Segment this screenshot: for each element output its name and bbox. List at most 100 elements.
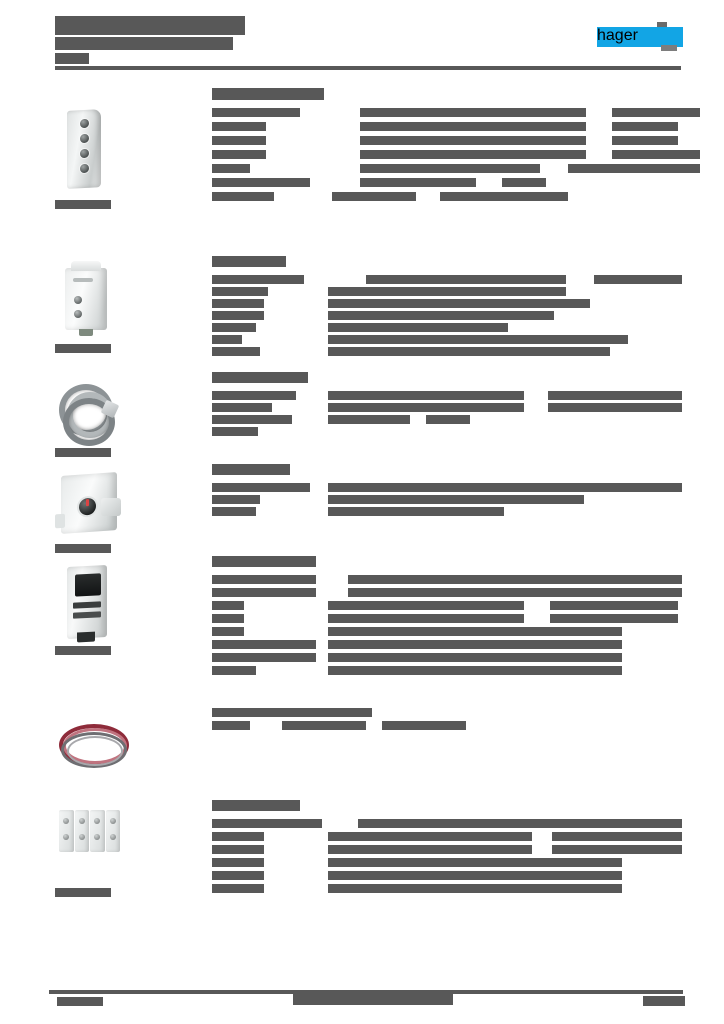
spec-value — [360, 178, 476, 187]
spec-value-secondary — [548, 403, 682, 412]
section-heading — [212, 88, 324, 100]
spec-label — [212, 653, 316, 662]
spec-label — [212, 427, 258, 436]
spec-value — [328, 287, 566, 296]
section-heading — [212, 256, 286, 267]
hager-logo: hager — [597, 27, 683, 47]
product-spec-block — [212, 372, 682, 439]
spec-value-secondary — [550, 601, 678, 610]
spec-value — [328, 335, 628, 344]
spec-row — [212, 845, 682, 858]
spec-label — [212, 150, 266, 159]
spec-label — [212, 845, 264, 854]
spec-value-secondary — [552, 832, 682, 841]
spec-value-secondary — [550, 614, 678, 623]
spec-value — [328, 884, 622, 893]
spec-label — [212, 192, 274, 201]
product-image — [55, 708, 131, 792]
spec-value — [328, 495, 584, 504]
spec-value — [328, 403, 524, 412]
spec-row — [212, 427, 682, 439]
product-image-caption — [55, 544, 111, 553]
spec-value — [348, 588, 682, 597]
section-heading — [212, 556, 316, 567]
spec-row — [212, 721, 682, 734]
document-title-line-2 — [55, 37, 233, 50]
footer-center-text — [293, 994, 453, 1005]
product-spec-block — [212, 556, 682, 679]
spec-label — [212, 347, 260, 356]
spec-label — [212, 275, 304, 284]
spec-label — [212, 299, 264, 308]
spec-row — [212, 640, 682, 653]
product-image — [55, 556, 123, 643]
product-thumbnail-column — [55, 372, 145, 457]
spec-row — [212, 871, 682, 884]
spec-value — [360, 164, 540, 173]
spec-label — [212, 858, 264, 867]
spec-label — [212, 640, 316, 649]
product-thumbnail-column — [55, 256, 145, 353]
spec-row — [212, 136, 682, 150]
spec-label — [212, 819, 322, 828]
spec-value — [332, 192, 416, 201]
product-image — [55, 256, 123, 336]
spec-label — [212, 588, 316, 597]
spec-row — [212, 495, 682, 507]
spec-row — [212, 415, 682, 427]
product-thumbnail-column — [55, 88, 145, 209]
spec-value-secondary — [382, 721, 466, 730]
product-image-caption — [55, 646, 111, 655]
spec-row — [212, 403, 682, 415]
product-spec-block — [212, 708, 682, 734]
spec-label — [212, 287, 268, 296]
product-image — [55, 88, 123, 189]
spec-label — [212, 403, 272, 412]
spec-label — [212, 483, 310, 492]
product-spec-block — [212, 256, 682, 359]
spec-value — [328, 653, 622, 662]
header-divider — [55, 66, 681, 70]
spec-row — [212, 150, 700, 164]
spec-row — [212, 507, 682, 519]
spec-value — [328, 832, 532, 841]
spec-value-secondary — [426, 415, 470, 424]
spec-label — [212, 415, 292, 424]
footer-right-text — [643, 996, 685, 1006]
spec-label — [212, 614, 244, 623]
spec-row — [212, 601, 682, 614]
spec-row — [212, 666, 682, 679]
spec-value — [328, 483, 682, 492]
spec-label — [212, 575, 316, 584]
spec-row — [212, 164, 700, 178]
logo-accent-mark — [657, 22, 667, 29]
spec-label — [212, 507, 256, 516]
spec-label — [212, 721, 250, 730]
product-image — [55, 800, 123, 852]
spec-row — [212, 858, 682, 871]
spec-row — [212, 178, 682, 192]
spec-value — [328, 666, 622, 675]
spec-value-secondary — [440, 192, 568, 201]
footer-left-text — [57, 997, 103, 1006]
product-image-caption — [55, 200, 111, 209]
spec-row — [212, 108, 700, 122]
product-thumbnail-column — [55, 800, 145, 897]
product-image-caption — [55, 448, 111, 457]
product-image — [55, 464, 123, 534]
spec-value — [328, 640, 622, 649]
spec-value-secondary — [568, 164, 700, 173]
spec-label — [212, 666, 256, 675]
spec-value — [328, 871, 622, 880]
spec-value — [358, 819, 682, 828]
spec-value — [328, 299, 590, 308]
spec-value — [348, 575, 682, 584]
spec-label — [212, 832, 264, 841]
spec-value — [282, 721, 366, 730]
logo-underline-mark — [661, 45, 677, 51]
spec-row — [212, 311, 682, 323]
spec-value-secondary — [612, 108, 700, 117]
spec-row — [212, 653, 682, 666]
spec-label — [212, 601, 244, 610]
